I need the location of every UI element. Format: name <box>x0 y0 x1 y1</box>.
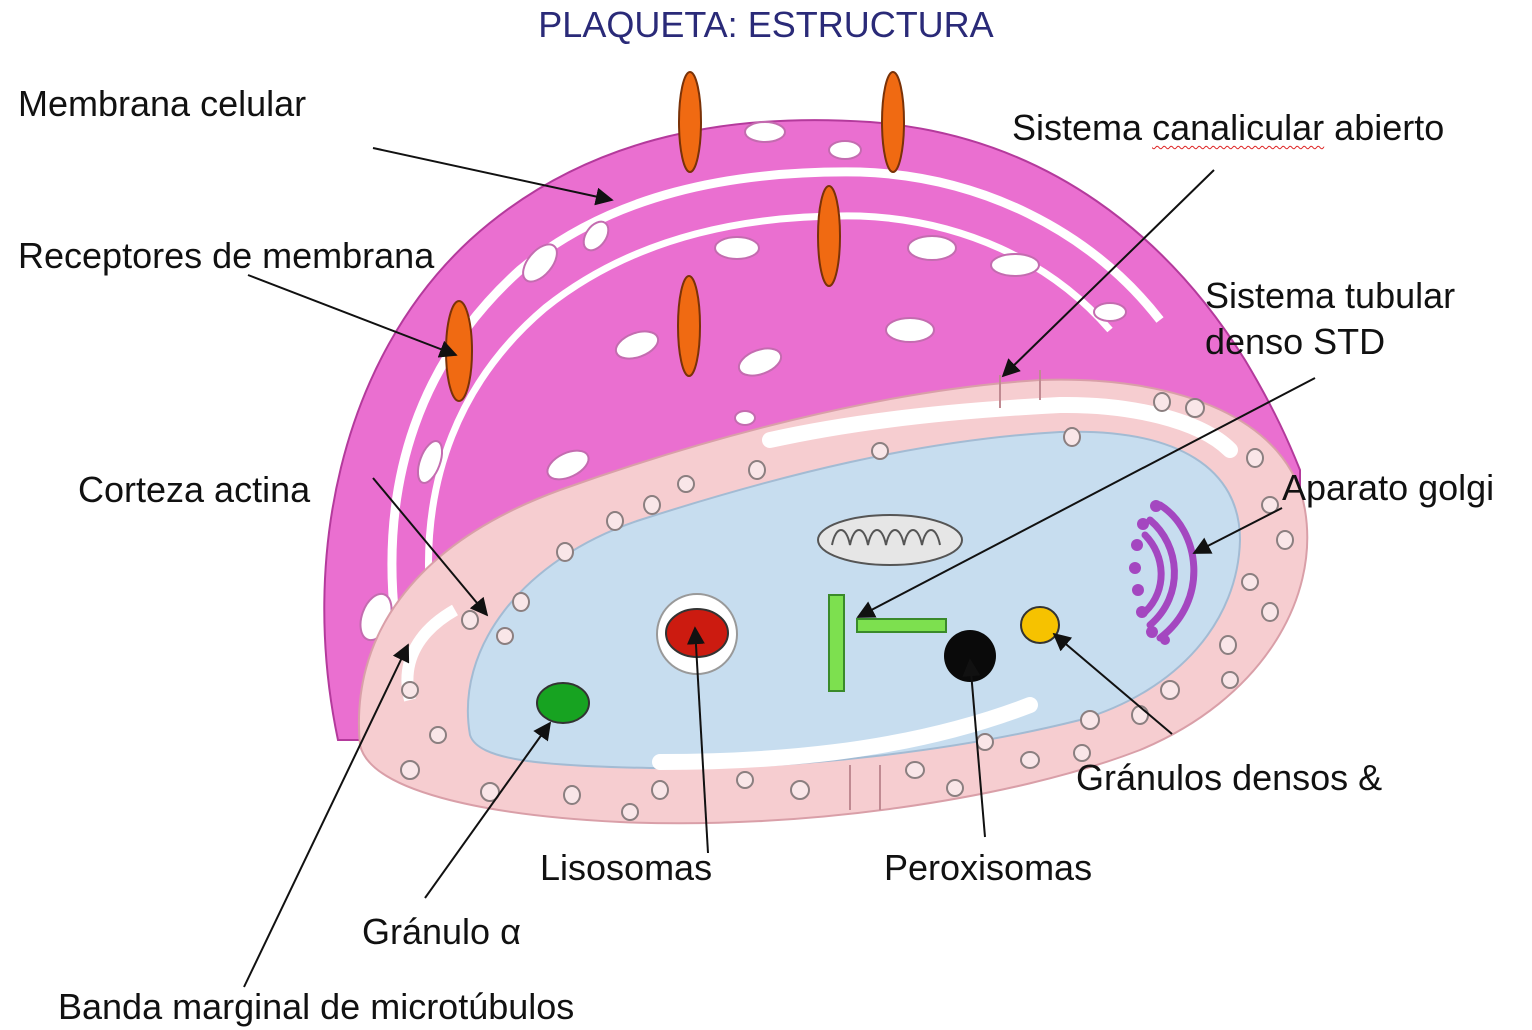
label-sistema-canalicular-word3: abierto <box>1334 107 1444 148</box>
label-sistema-tubular-line1: Sistema tubular <box>1205 274 1455 318</box>
dense-granule <box>1021 607 1059 643</box>
dense-tubular-vertical <box>829 595 844 691</box>
peroxisome <box>944 630 996 682</box>
label-receptores: Receptores de membrana <box>18 234 434 278</box>
alpha-granule <box>537 683 589 723</box>
label-sistema-canalicular-word2: canalicular <box>1152 107 1324 148</box>
dense-tubular-horizontal <box>857 619 946 632</box>
label-banda-marginal: Banda marginal de microtúbulos <box>58 985 574 1029</box>
label-granulo-alfa: Gránulo α <box>362 910 521 954</box>
label-lisosomas: Lisosomas <box>540 846 712 890</box>
label-corteza-actina: Corteza actina <box>78 468 310 512</box>
label-sistema-canalicular-word1: Sistema <box>1012 107 1142 148</box>
label-peroxisomas: Peroxisomas <box>884 846 1092 890</box>
label-granulos-densos: Gránulos densos & <box>1076 756 1382 800</box>
diagram-title: PLAQUETA: ESTRUCTURA <box>0 4 1532 46</box>
label-aparato-golgi: Aparato golgi <box>1282 466 1494 510</box>
label-sistema-canalicular: Sistema canalicular abierto <box>1012 106 1444 150</box>
label-membrana-celular: Membrana celular <box>18 82 306 126</box>
mitochondrion <box>818 515 962 565</box>
label-sistema-tubular-line2: denso STD <box>1205 320 1385 364</box>
